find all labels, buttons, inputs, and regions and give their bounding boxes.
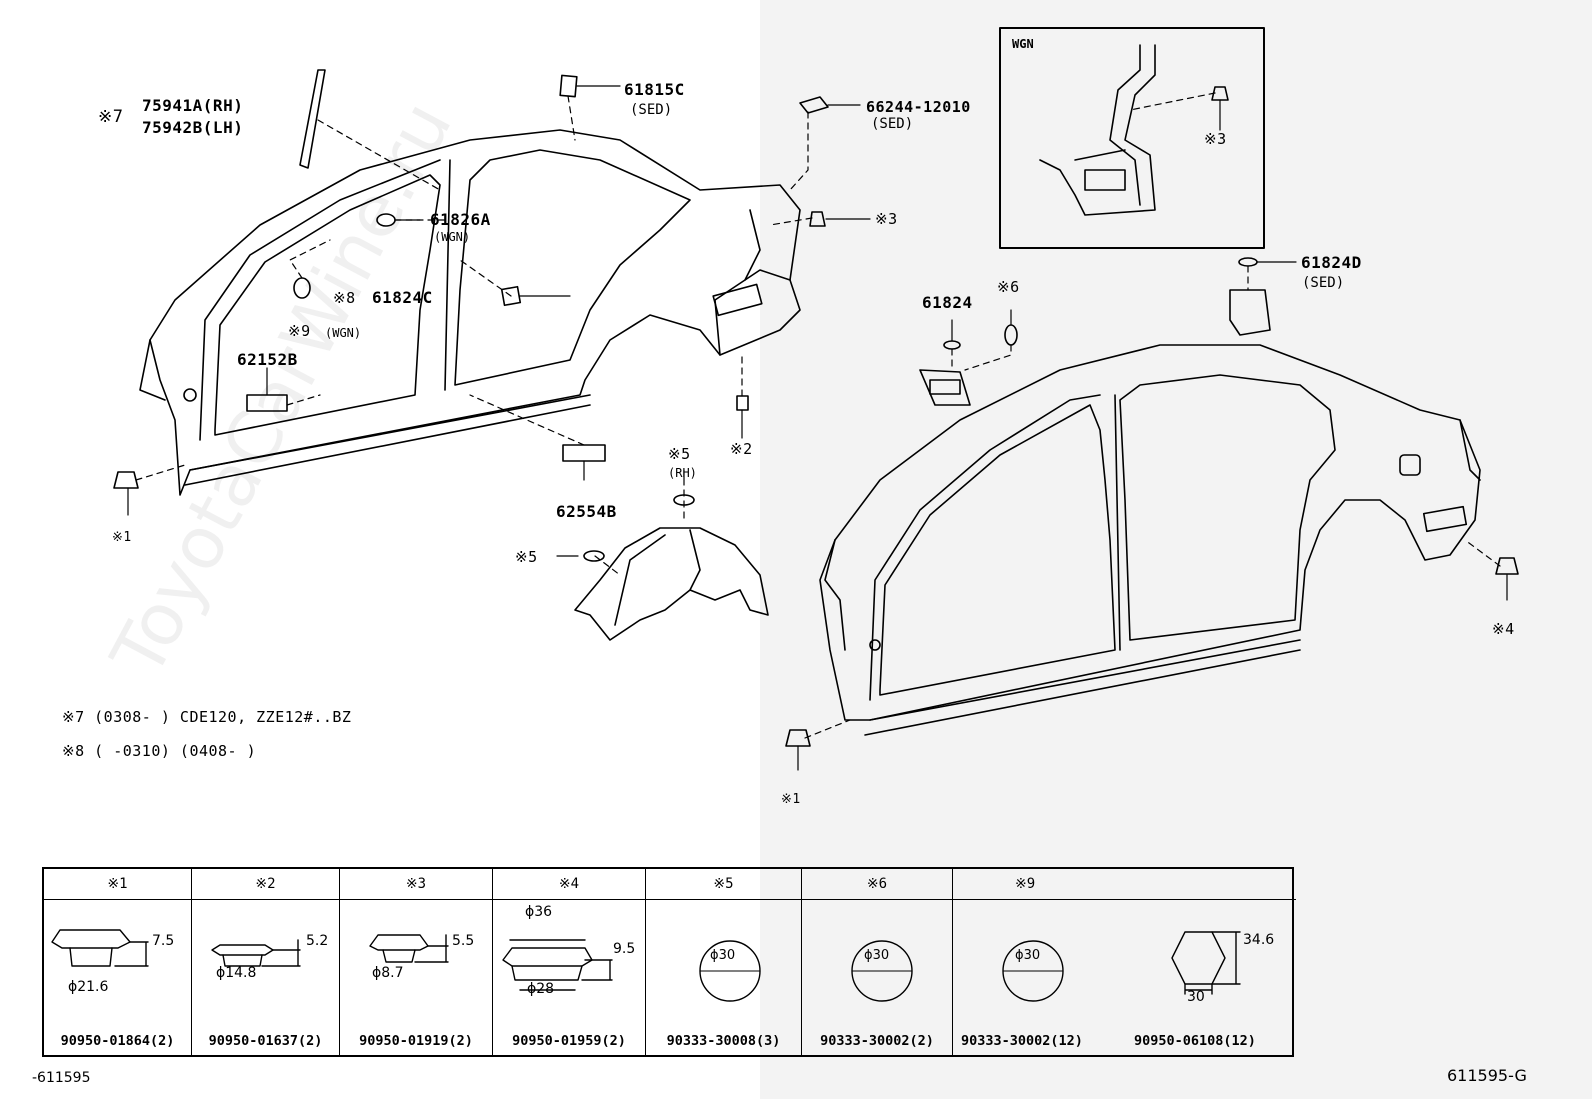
ref-9: ※9 (288, 322, 311, 340)
wgn-inset-box (999, 27, 1265, 249)
label-62554b: 62554B (556, 502, 617, 521)
table-header-9: ※9 (953, 869, 1296, 900)
dim-c1-d: ϕ21.6 (68, 979, 109, 995)
table-header-3: ※3 (340, 869, 492, 900)
right-leaders (804, 265, 1501, 739)
part-number-2: 90950-01637(2) (208, 1033, 323, 1049)
table-col-2: ※2 5.2 ϕ14.8 90950-01637(2) (192, 869, 340, 1055)
part-number-5: 90333-30008(3) (666, 1033, 781, 1049)
ref-3: ※3 (875, 210, 898, 228)
label-sed-3: (SED) (1302, 275, 1345, 291)
ref-2: ※2 (730, 440, 753, 458)
label-61824c: 61824C (372, 288, 433, 307)
label-61815c: 61815C (624, 80, 685, 99)
ref-6: ※6 (997, 278, 1020, 296)
wgn-inset-art (1039, 44, 1229, 216)
label-61824d: 61824D (1301, 253, 1362, 272)
ref-4: ※4 (1492, 620, 1515, 638)
grommet-1-left (113, 471, 139, 489)
wheel-house-liner (574, 494, 769, 641)
dim-c4-top: ϕ36 (525, 904, 553, 920)
label-75941a: 75941A(RH) (142, 96, 244, 115)
footer-right: 611595-G (1447, 1066, 1527, 1085)
table-col-3: ※3 5.5 ϕ8.7 90950-01919(2) (340, 869, 493, 1055)
grommet-2 (736, 395, 749, 411)
fastener-table: ※1 7.5 ϕ21.6 90950-01864(2) ※2 5.2 ϕ14.8… (42, 867, 1296, 1057)
label-rh: (RH) (668, 466, 697, 480)
part-number-4: 90950-01959(2) (512, 1033, 626, 1049)
dim-c3-d: ϕ8.7 (372, 965, 404, 981)
part-61824c (500, 285, 522, 307)
table-col-4: ※4 ϕ36 9.5 ϕ28 90950-01959(2) (493, 869, 646, 1055)
right-body-side (819, 344, 1481, 736)
dim-c4-h: 9.5 (613, 941, 636, 957)
ref-5-rh: ※5 (668, 445, 691, 463)
note-8: ※8 ( -0310) (0408- ) (62, 742, 257, 760)
table-col-5: ※5 ϕ30 90333-30008(3) (646, 869, 802, 1055)
label-62152b: 62152B (237, 350, 298, 369)
ref-8: ※8 (333, 289, 356, 307)
dim-c9-d: ϕ30 (1015, 948, 1041, 963)
dim-c4-d: ϕ28 (527, 981, 555, 997)
dim-hex-h: 34.6 (1243, 932, 1275, 948)
ref-5: ※5 (515, 548, 538, 566)
part-61815c (559, 74, 578, 98)
label-wgn-box: WGN (1012, 37, 1034, 51)
table-header-6: ※6 (802, 869, 952, 900)
part-number-7: 90333-30002(12) (961, 1033, 1083, 1049)
footer-left: -611595 (32, 1070, 91, 1086)
part-62554b (562, 444, 606, 462)
table-header-4: ※4 (493, 869, 645, 900)
part-number-8: 90950-06108(12) (1134, 1033, 1256, 1049)
dim-hex-w: 30 (1187, 989, 1205, 1005)
part-9 (293, 277, 311, 299)
label-sed-2: (SED) (871, 116, 914, 132)
solid-leaders (127, 85, 871, 557)
label-61824: 61824 (922, 293, 973, 312)
label-61826a: 61826A (430, 210, 491, 229)
label-75942b: 75942B(LH) (142, 118, 244, 137)
label-wgn-2: (WGN) (325, 326, 362, 340)
dim-c5-d: ϕ30 (710, 948, 736, 963)
leader-lines (135, 95, 813, 576)
grommet-3 (809, 211, 826, 227)
label-wgn-1: (WGN) (434, 230, 471, 244)
right-parts (785, 257, 1519, 747)
part-61826a (376, 213, 396, 227)
part-number-1: 90950-01864(2) (60, 1033, 175, 1049)
dim-c6-d: ϕ30 (864, 948, 890, 963)
ref-1-right: ※1 (781, 792, 801, 807)
left-body-side (139, 129, 801, 496)
label-sed-1: (SED) (630, 102, 673, 118)
dim-c1-h: 7.5 (152, 933, 175, 949)
table-col-9: ※9 ϕ30 34.6 30 90333-30002(12) 90950-061… (953, 869, 1296, 1055)
table-header-1: ※1 (44, 869, 191, 900)
table-icons (51, 929, 1241, 1002)
ref-7: ※7 (98, 107, 124, 127)
ref-1-left: ※1 (112, 530, 132, 545)
dim-c2-d: ϕ14.8 (216, 965, 257, 981)
trim-strip (299, 69, 326, 169)
dim-c2-h: 5.2 (306, 933, 329, 949)
table-col-6: ※6 ϕ30 90333-30002(2) (802, 869, 953, 1055)
part-62152b (246, 394, 288, 412)
table-col-1: ※1 7.5 ϕ21.6 90950-01864(2) (44, 869, 192, 1055)
table-header-5: ※5 (646, 869, 801, 900)
part-number-6: 90333-30002(2) (820, 1033, 934, 1049)
table-header-2: ※2 (192, 869, 339, 900)
part-66244 (799, 96, 829, 114)
ref-3-box: ※3 (1204, 130, 1227, 148)
part-number-3: 90950-01919(2) (359, 1033, 473, 1049)
dim-c3-h: 5.5 (452, 933, 475, 949)
label-66244: 66244-12010 (866, 98, 971, 116)
note-7: ※7 (0308- ) CDE120, ZZE12#..BZ (62, 708, 352, 726)
